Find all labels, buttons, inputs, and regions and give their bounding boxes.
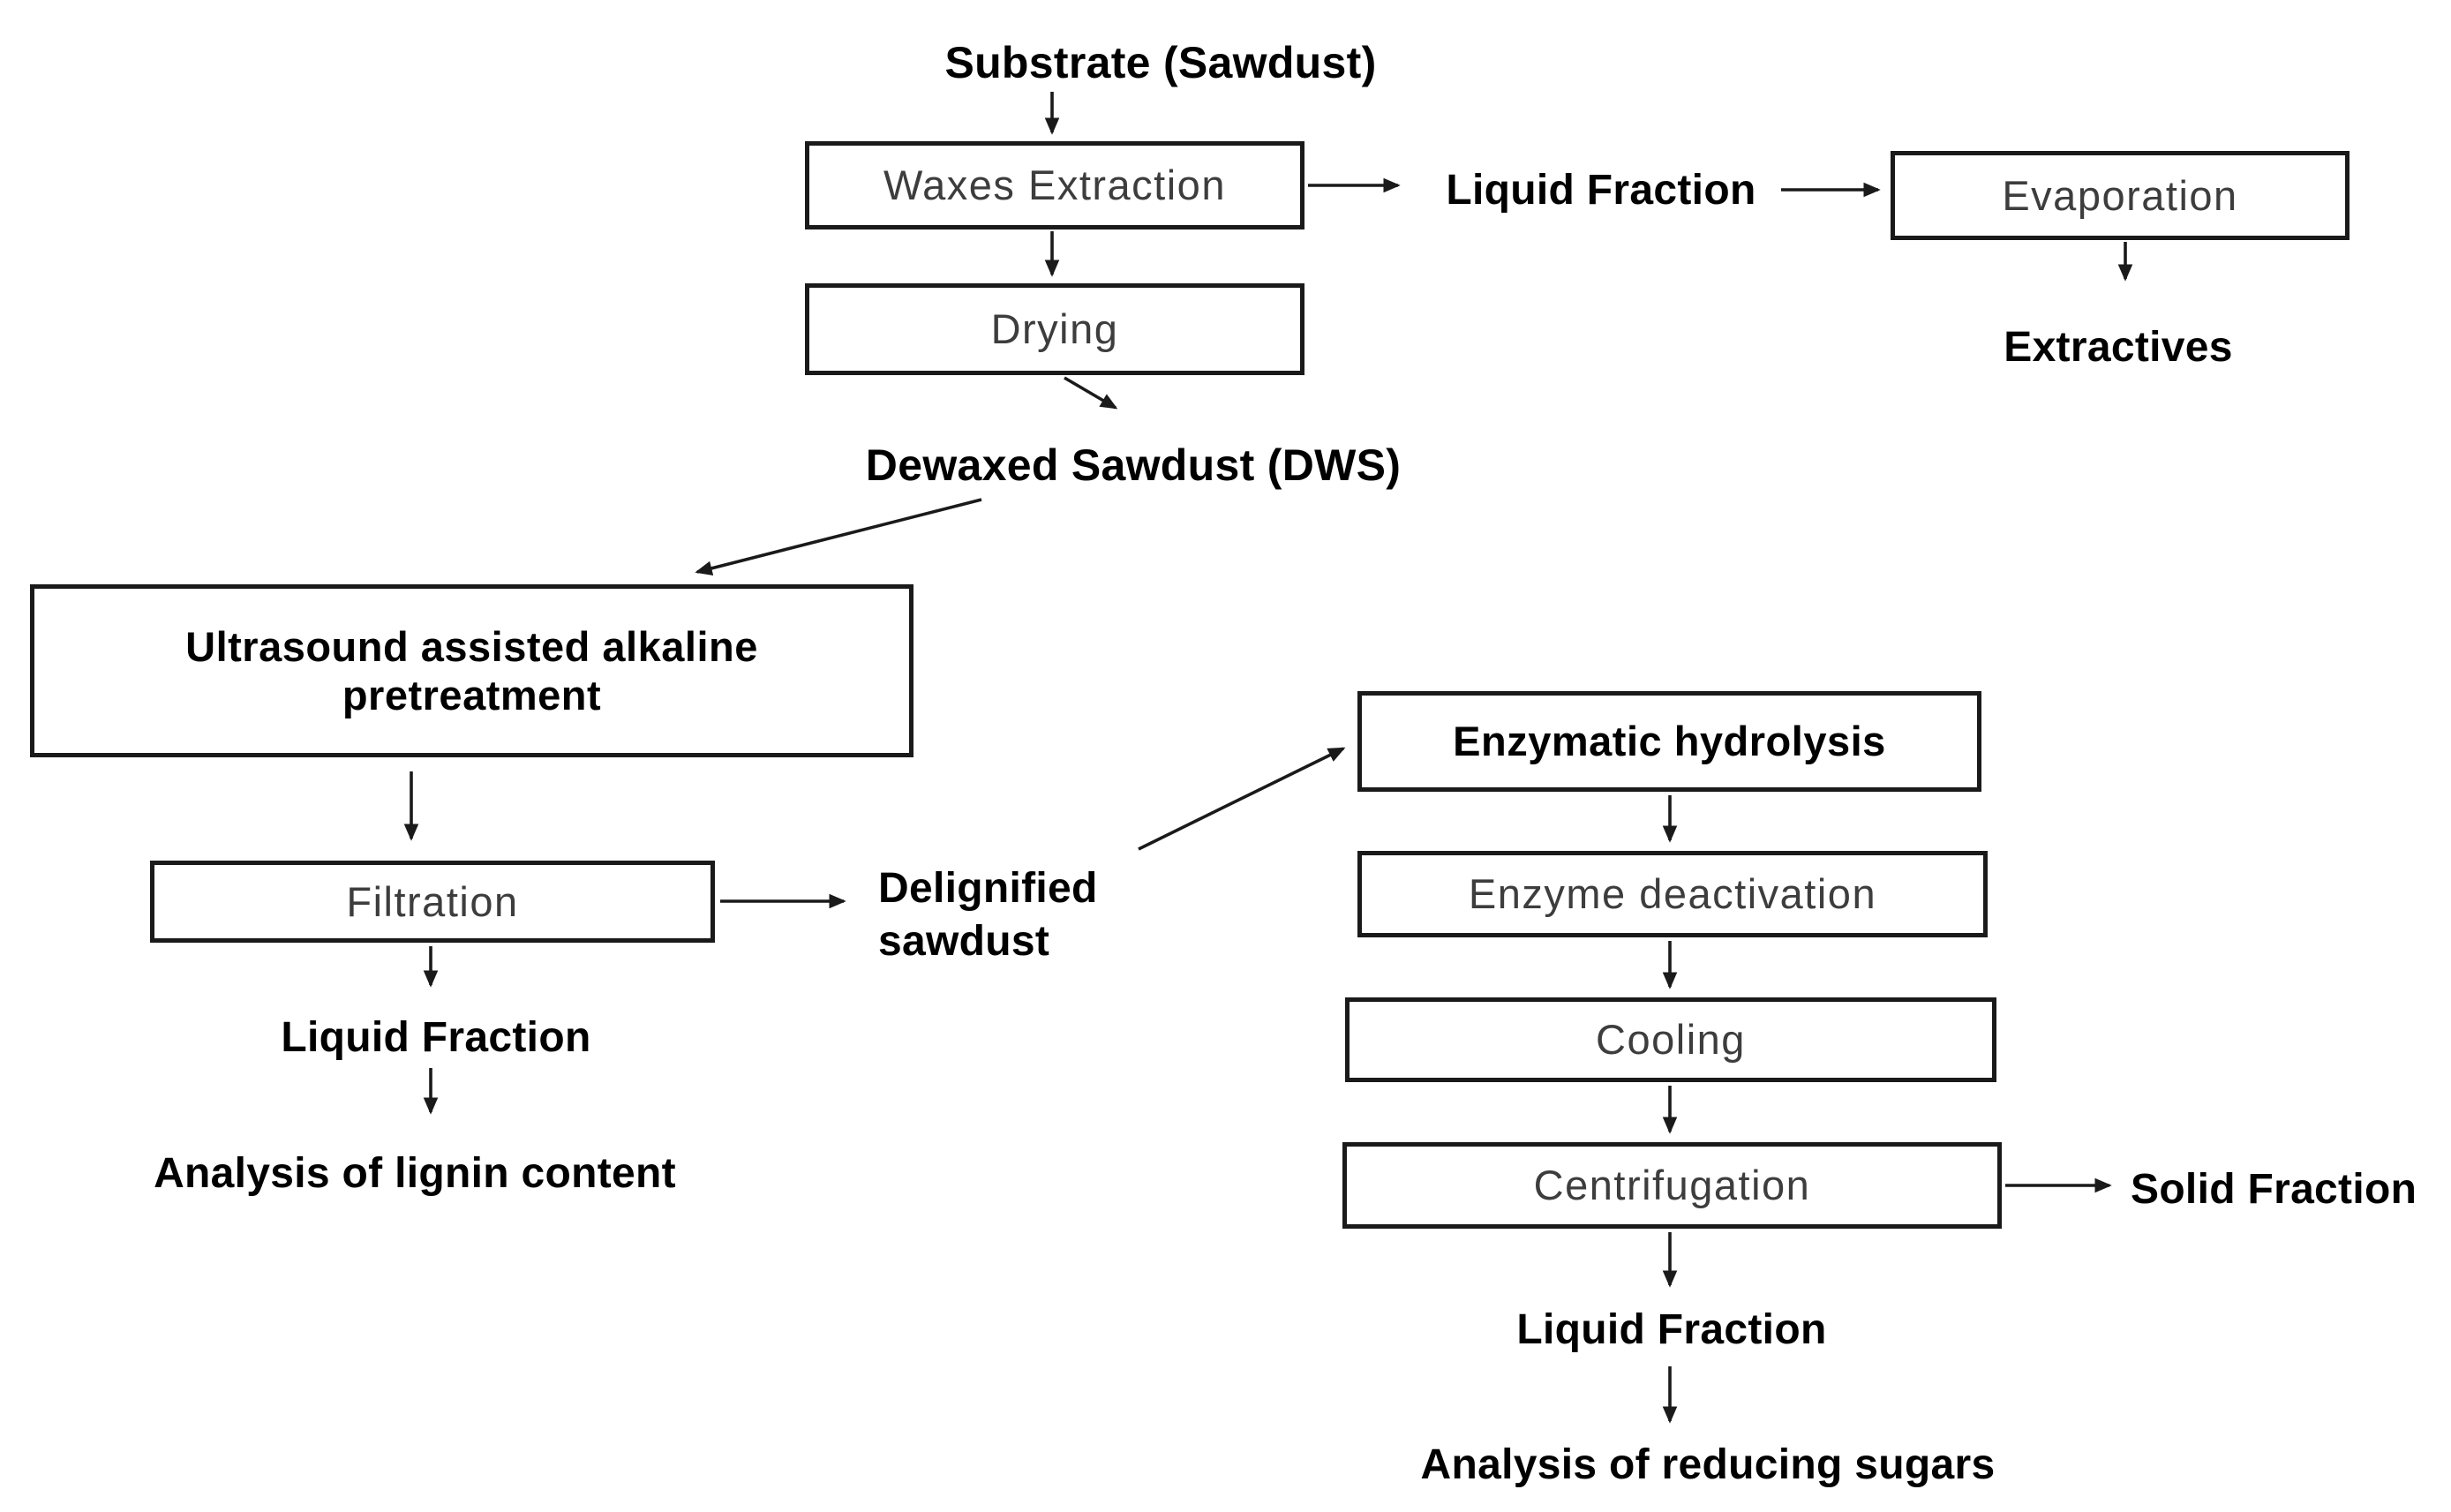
label-liquid-fraction-left: Liquid Fraction bbox=[281, 1014, 591, 1061]
node-label: Drying bbox=[990, 305, 1119, 353]
label-liquid-fraction-top: Liquid Fraction bbox=[1446, 167, 1756, 214]
node-enzyme-deactivation: Enzyme deactivation bbox=[1357, 851, 1988, 937]
label-solid-fraction: Solid Fraction bbox=[2131, 1166, 2417, 1213]
label-delignified-sawdust: Delignified sawdust bbox=[878, 862, 1178, 969]
node-centrifugation: Centrifugation bbox=[1342, 1142, 2002, 1229]
node-label: Enzyme deactivation bbox=[1468, 870, 1877, 918]
label-dewaxed-sawdust: Dewaxed Sawdust (DWS) bbox=[865, 440, 1402, 490]
label-analysis-sugars: Analysis of reducing sugars bbox=[1420, 1441, 1996, 1488]
label-extractives: Extractives bbox=[2004, 324, 2233, 371]
arrow-drying-to-dewaxed-sawdust bbox=[1064, 376, 1118, 410]
node-label-line2: pretreatment bbox=[342, 672, 602, 718]
node-filtration: Filtration bbox=[150, 861, 715, 943]
node-label: Filtration bbox=[346, 877, 519, 925]
node-label: Waxes Extraction bbox=[883, 162, 1226, 209]
node-enzymatic-hydrolysis: Enzymatic hydrolysis bbox=[1357, 691, 1981, 792]
node-ultrasound-pretreatment: Ultrasound assisted alkaline pretreatmen… bbox=[30, 584, 913, 757]
node-waxes-extraction: Waxes Extraction bbox=[805, 141, 1304, 229]
node-label-line1: Ultrasound assisted alkaline bbox=[185, 622, 758, 670]
arrow-dewaxed-sawdust-to-ultrasound-pretreatment bbox=[695, 498, 982, 575]
node-label: Cooling bbox=[1596, 1016, 1746, 1064]
node-evaporation: Evaporation bbox=[1891, 151, 2350, 240]
node-label: Centrifugation bbox=[1533, 1162, 1811, 1209]
node-label: Enzymatic hydrolysis bbox=[1453, 718, 1886, 765]
label-line2: sawdust bbox=[878, 918, 1050, 966]
node-drying: Drying bbox=[805, 283, 1304, 375]
label-analysis-lignin: Analysis of lignin content bbox=[154, 1150, 676, 1197]
label-line1: Delignified bbox=[878, 865, 1098, 912]
node-label: Evaporation bbox=[2002, 171, 2238, 219]
arrow-delignified-sawdust-to-enzymatic-hydrolysis bbox=[1138, 747, 1346, 851]
label-substrate: Substrate (Sawdust) bbox=[944, 38, 1377, 87]
node-cooling: Cooling bbox=[1345, 997, 1996, 1082]
label-liquid-fraction-right: Liquid Fraction bbox=[1516, 1306, 1827, 1353]
